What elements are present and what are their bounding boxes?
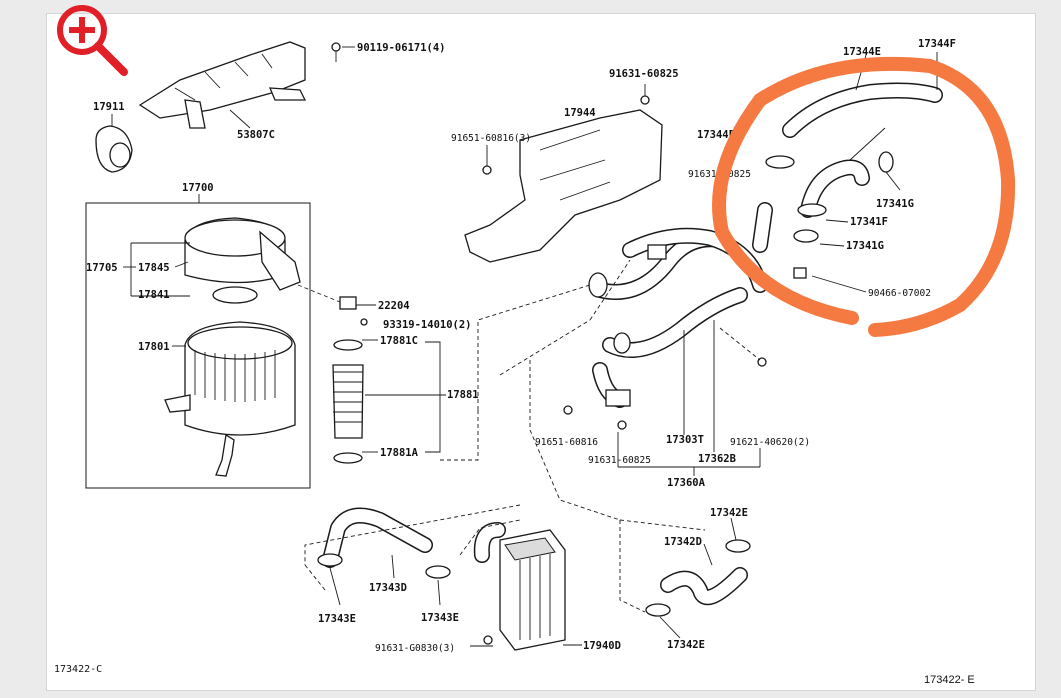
label-17841: 17841 <box>138 289 170 301</box>
figure-code-left: 173422-C <box>54 664 103 675</box>
intake-pipe-assembly <box>563 227 768 430</box>
highlight-annotation <box>712 56 1016 337</box>
intercooler-17940d <box>473 522 566 651</box>
label-17881a: 17881A <box>380 447 419 459</box>
hose-17342d <box>645 539 751 617</box>
label-17911: 17911 <box>93 101 125 113</box>
label-17341g-b: 17341G <box>846 240 884 252</box>
label-22204: 22204 <box>378 300 410 312</box>
hose-17881 <box>332 339 364 464</box>
part-22204 <box>339 296 357 310</box>
label-17944: 17944 <box>564 107 596 119</box>
label-17343d: 17343D <box>369 582 407 594</box>
heat-shield-17944 <box>464 84 663 263</box>
label-17343e-b: 17343E <box>421 612 459 624</box>
label-17845: 17845 <box>138 262 170 274</box>
label-91651-60816: 91651-60816 <box>535 437 598 448</box>
label-17881c: 17881C <box>380 335 418 347</box>
label-17303t: 17303T <box>666 434 704 446</box>
label-17362b: 17362B <box>698 453 736 465</box>
label-90119-06171: 90119-06171(4) <box>357 42 446 54</box>
label-17360a: 17360A <box>667 477 706 489</box>
label-17342e-bot: 17342E <box>667 639 705 651</box>
air-cleaner-body-17801 <box>164 321 296 477</box>
zoom-in-button[interactable] <box>48 4 134 80</box>
label-91631-60825-mid: 91631-60825 <box>588 455 651 466</box>
label-90466-07002: 90466-07002 <box>868 288 931 299</box>
zoom-in-magnifier-icon <box>57 5 128 76</box>
label-17342d: 17342D <box>664 536 702 548</box>
hose-17341f <box>752 127 894 279</box>
hose-17344e <box>782 82 943 138</box>
label-91631-g0830: 91631-G0830(3) <box>375 643 455 654</box>
label-91631-60825-top: 91631-60825 <box>609 68 679 80</box>
label-91621-40620: 91621-40620(2) <box>730 437 810 448</box>
label-17344e: 17344E <box>843 46 881 58</box>
label-53807c: 53807C <box>237 129 275 141</box>
label-17700: 17700 <box>182 182 214 194</box>
label-17343e-a: 17343E <box>318 613 356 625</box>
air-cleaner-bracket <box>85 202 311 489</box>
air-cleaner-cap <box>184 217 301 304</box>
label-17801: 17801 <box>138 341 170 353</box>
clamp-17344f <box>765 155 795 169</box>
label-17341g-a: 17341G <box>876 198 914 210</box>
label-17344f-mid: 17344F <box>697 129 735 141</box>
label-17705: 17705 <box>86 262 118 274</box>
figure-code-right: 173422- E <box>924 674 975 686</box>
hose-17343d <box>317 507 451 579</box>
label-17344f-top: 17344F <box>918 38 956 50</box>
part-17911 <box>95 114 133 173</box>
label-17341f: 17341F <box>850 216 888 228</box>
label-17881: 17881 <box>447 389 479 401</box>
intake-duct-53807c <box>138 41 355 129</box>
label-17940d: 17940D <box>583 640 621 652</box>
label-91651-60816-3: 91651-60816(3) <box>451 133 531 144</box>
label-93319-14010: 93319-14010(2) <box>383 319 472 331</box>
label-17342e-top: 17342E <box>710 507 748 519</box>
